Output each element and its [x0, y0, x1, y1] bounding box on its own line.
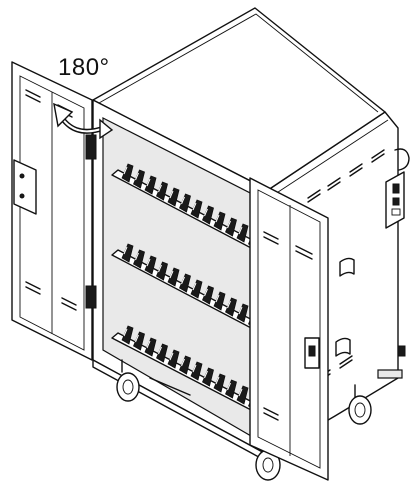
side-hook: [394, 148, 410, 171]
device-slot-highlight: [135, 172, 139, 181]
device-slot-highlight: [181, 358, 185, 367]
device-slot-highlight: [158, 184, 162, 193]
device-slot-highlight: [192, 202, 197, 211]
device-slot-highlight: [181, 196, 185, 205]
power-panel: [385, 171, 405, 229]
power-inlet-icon: [397, 345, 406, 357]
device-slot-highlight: [123, 246, 128, 255]
device-slot-highlight: [227, 220, 231, 229]
hinge-lower: [85, 285, 97, 309]
device-slot-highlight: [192, 282, 197, 291]
side-handle-upper: [339, 257, 355, 277]
device-slot-highlight: [204, 208, 208, 217]
device-slot-highlight: [135, 334, 139, 343]
device-slot-highlight: [181, 276, 185, 285]
right-door: [249, 177, 329, 481]
device-slot-highlight: [158, 346, 162, 355]
caster-rear-right: [348, 369, 403, 425]
device-slot-highlight: [238, 388, 243, 397]
device-slot-highlight: [227, 300, 231, 309]
device-slot-highlight: [169, 270, 174, 279]
device-slot-highlight: [238, 306, 243, 315]
device-slot-highlight: [169, 190, 174, 199]
device-slot-highlight: [158, 264, 162, 273]
device-slot-highlight: [204, 288, 208, 297]
device-slot-highlight: [215, 214, 220, 223]
rotation-arrow-icon: [53, 102, 114, 140]
device-shelf-top: [111, 163, 263, 251]
left-door-lock-plate: [13, 159, 37, 215]
device-slot-highlight: [215, 376, 220, 385]
door-lock-icon: [304, 337, 320, 369]
device-slot-highlight: [135, 252, 139, 261]
device-slot-highlight: [204, 370, 208, 379]
device-slot-highlight: [146, 258, 151, 267]
device-slot-highlight: [123, 166, 128, 175]
device-slot-highlight: [238, 226, 243, 235]
device-slot-highlight: [192, 364, 197, 373]
hinge-upper: [85, 134, 97, 160]
device-slot-highlight: [227, 382, 231, 391]
caster-front-left: [116, 359, 140, 402]
left-door: [11, 61, 97, 361]
device-slot-highlight: [146, 178, 151, 187]
device-slot-highlight: [123, 328, 128, 337]
device-slot-highlight: [146, 340, 151, 349]
side-handle-lower: [335, 337, 351, 357]
rotation-angle-label: 180°: [58, 54, 110, 81]
device-slot-highlight: [215, 294, 220, 303]
device-slot-highlight: [169, 352, 174, 361]
